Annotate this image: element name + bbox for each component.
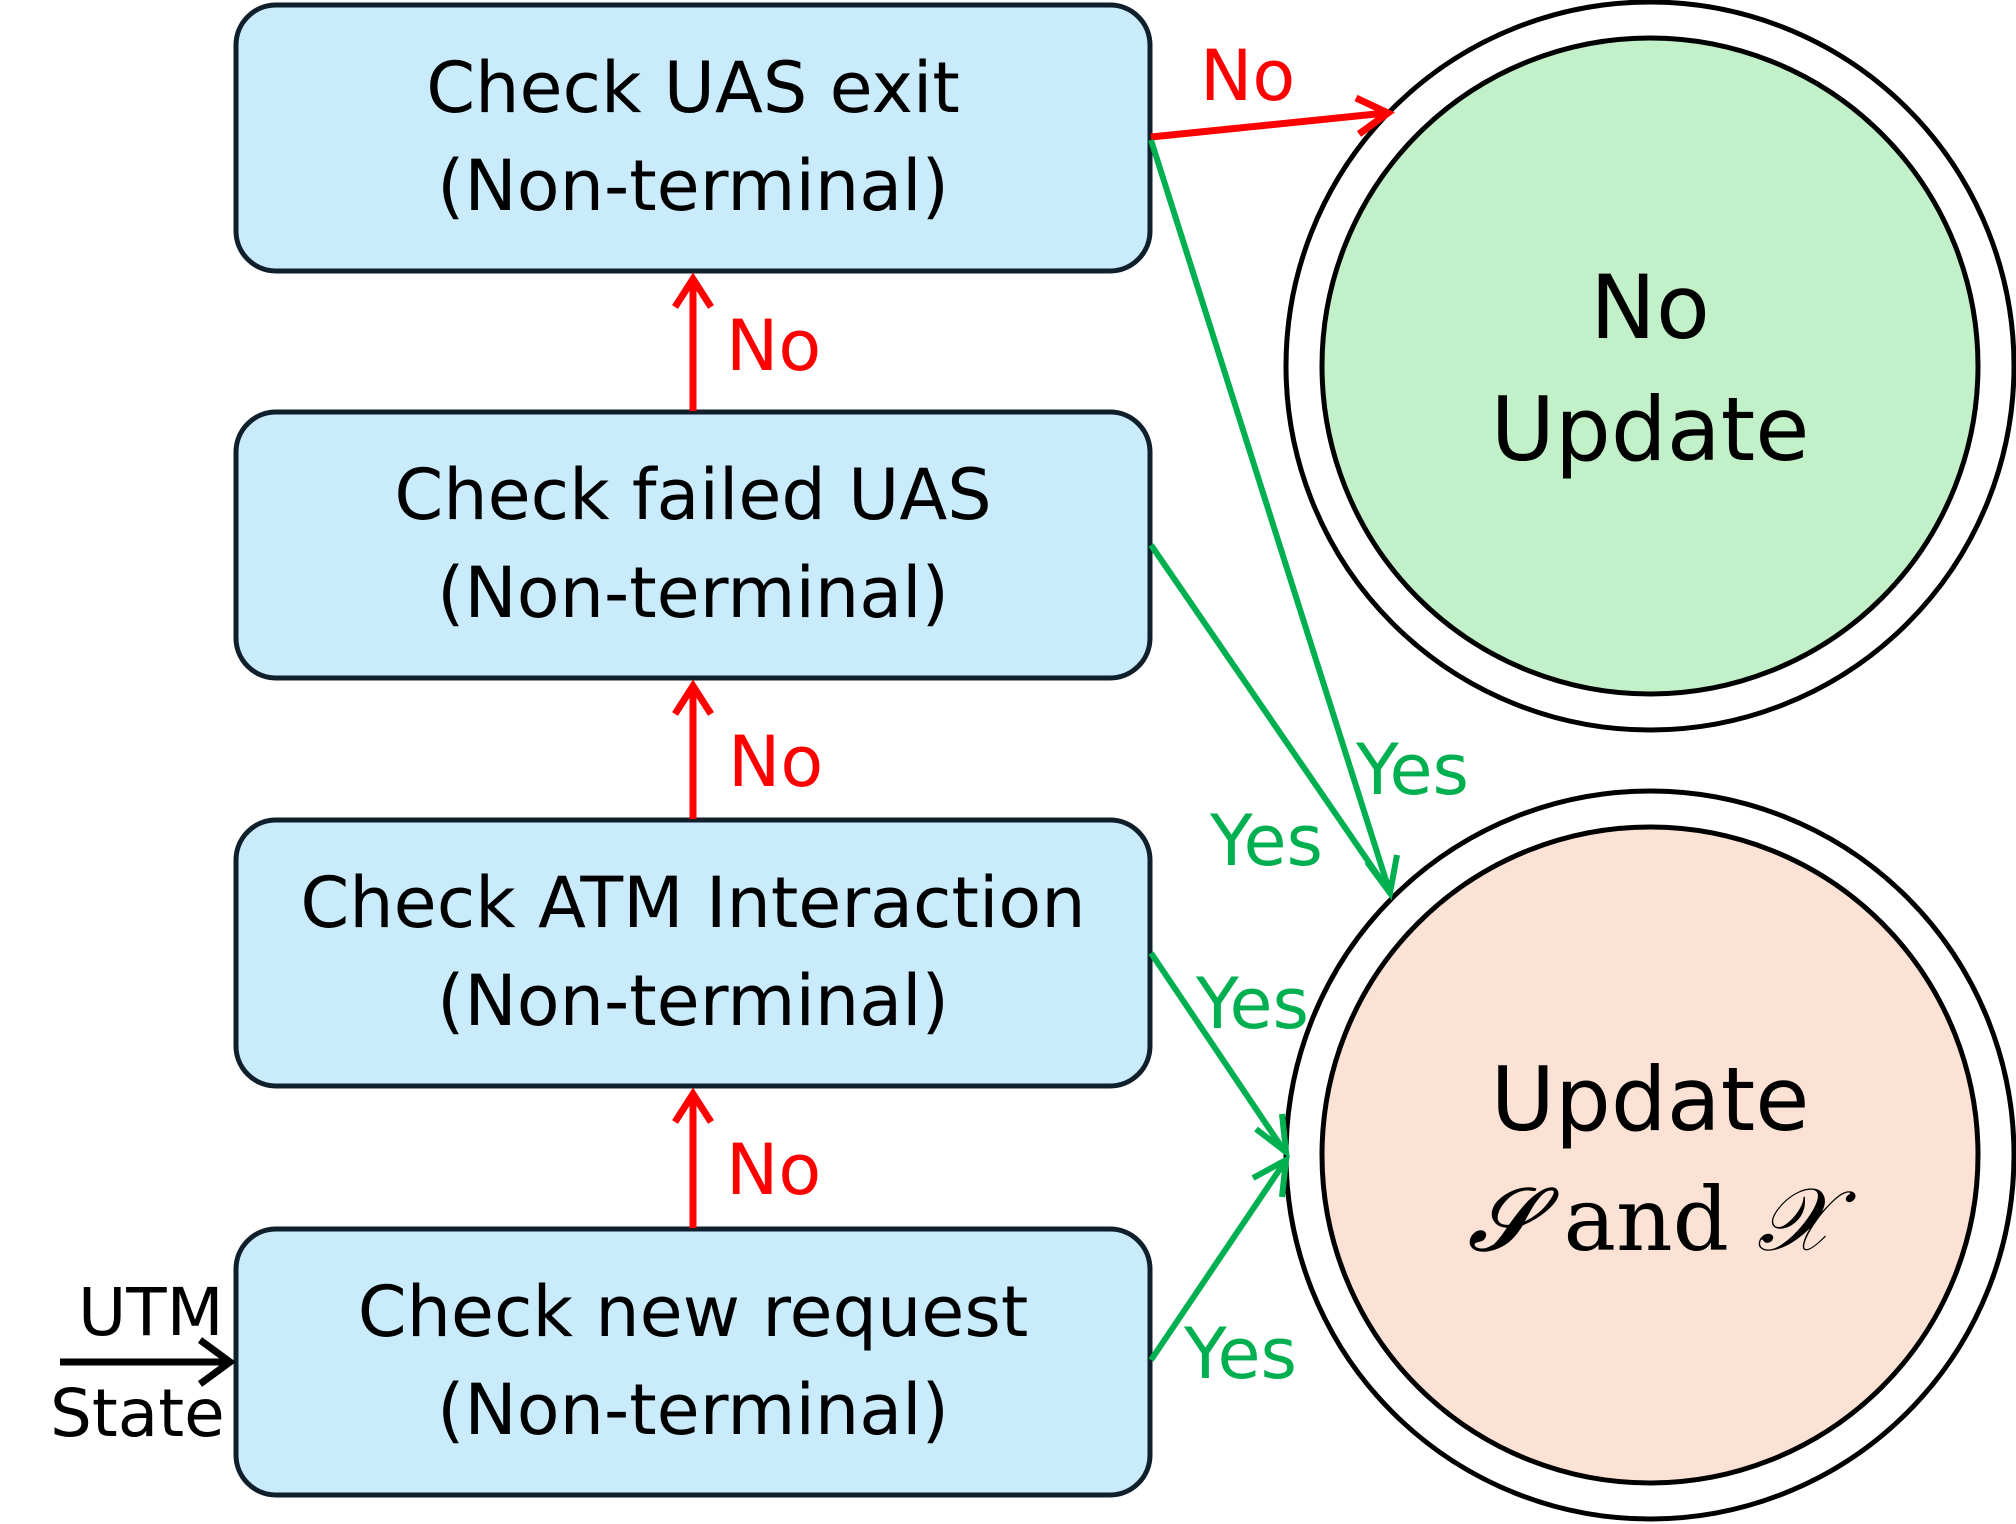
arrow-head — [1354, 94, 1395, 137]
edge-label-yes: Yes — [1355, 729, 1469, 811]
arrow-head — [672, 272, 714, 309]
node-subtitle: (Non-terminal) — [437, 145, 949, 227]
node-title: Check failed UAS — [394, 454, 991, 536]
node-check-atm-interaction: Check ATM Interaction (Non-terminal) — [233, 817, 1153, 1089]
edge-label-yes: Yes — [1209, 800, 1323, 882]
node-title: Check ATM Interaction — [300, 862, 1085, 944]
terminal-title: No — [1590, 256, 1710, 359]
terminal-subtitle: Update — [1491, 378, 1810, 481]
edge-no-failed-to-exit: No — [672, 272, 821, 411]
terminal-no-update: No Update — [1283, 0, 2016, 733]
edge-label-yes: Yes — [1183, 1313, 1297, 1395]
arrow-head — [1254, 1113, 1290, 1159]
node-box — [233, 817, 1153, 1089]
arrow-head — [1251, 1154, 1290, 1198]
edge-label-no: No — [726, 1129, 821, 1211]
terminal-update: Update 𝓢 and 𝒳 — [1283, 788, 2016, 1522]
edge-no-new-to-atm: No — [672, 1087, 821, 1228]
terminal-title: Update — [1491, 1048, 1810, 1151]
node-subtitle: (Non-terminal) — [437, 960, 949, 1042]
node-check-new-request: Check new request (Non-terminal) — [233, 1226, 1153, 1498]
terminal-inner-circle — [1319, 824, 1981, 1486]
and-word: and — [1536, 1168, 1757, 1271]
arrow-head — [672, 1087, 714, 1124]
node-subtitle: (Non-terminal) — [437, 552, 949, 634]
terminal-math-label: 𝓢 and 𝒳 — [1467, 1168, 1857, 1271]
edge-line — [1148, 543, 1393, 895]
terminal-inner-circle — [1319, 35, 1981, 697]
edge-yes-failed-to-update: Yes — [1148, 543, 1393, 895]
edge-no-atm-to-failed: No — [672, 679, 823, 819]
input-arrow-head — [197, 1337, 236, 1387]
edge-line — [1148, 1158, 1289, 1362]
edge-line — [1148, 951, 1288, 1154]
edge-no-exit-to-no-update: No — [1150, 35, 1395, 141]
edge-label-no: No — [728, 721, 823, 803]
edge-label-no: No — [1200, 35, 1295, 117]
node-check-uas-exit: Check UAS exit (Non-terminal) — [233, 2, 1153, 274]
input-label-line2: State — [50, 1375, 225, 1452]
node-box — [233, 1226, 1153, 1498]
input-label-line1: UTM — [78, 1274, 224, 1351]
edge-yes-atm-to-update: Yes — [1148, 951, 1309, 1159]
edge-line — [1148, 139, 1393, 894]
edge-line — [1150, 109, 1387, 141]
node-title: Check UAS exit — [426, 47, 960, 129]
edge-label-yes: Yes — [1195, 963, 1309, 1045]
node-check-failed-uas: Check failed UAS (Non-terminal) — [233, 409, 1153, 681]
edge-yes-new-to-update: Yes — [1148, 1154, 1297, 1395]
node-title: Check new request — [358, 1271, 1029, 1353]
node-subtitle: (Non-terminal) — [437, 1369, 949, 1451]
node-box — [233, 409, 1153, 681]
arrow-head — [672, 679, 714, 716]
edge-label-no: No — [726, 305, 821, 387]
node-box — [233, 2, 1153, 274]
input-utm-state: UTM State — [50, 1274, 236, 1452]
